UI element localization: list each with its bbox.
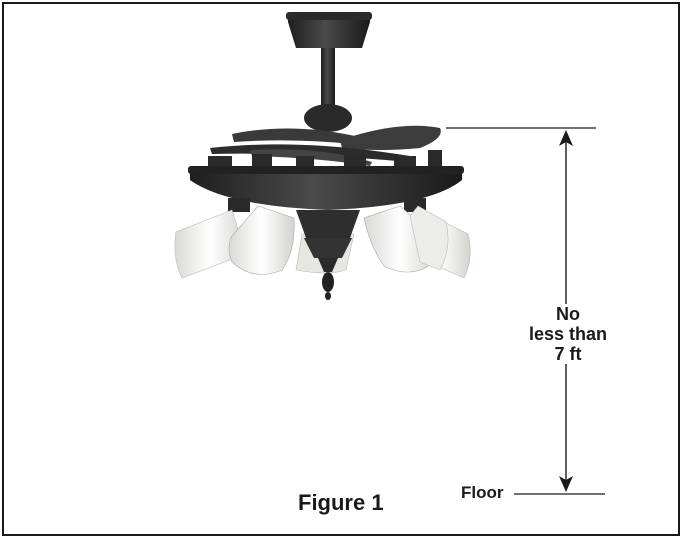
fan-strut [428, 150, 442, 166]
floor-label: Floor [461, 483, 504, 502]
clearance-line-1: No [556, 304, 580, 324]
fan-bowl [190, 170, 462, 210]
clearance-line-2: less than [528, 324, 608, 344]
fan-finial-tip [318, 258, 338, 272]
ceiling-fan-illustration [174, 12, 471, 300]
fan-finial-knob [322, 272, 334, 292]
fan-canopy [288, 14, 370, 48]
fan-bowl-rim [188, 166, 464, 174]
fan-finial-end [325, 292, 331, 300]
fan-strut [344, 154, 366, 168]
fan-strut [252, 154, 272, 168]
fan-downrod [321, 48, 335, 106]
fan-canopy-ring [286, 12, 372, 20]
fan-strut [394, 156, 416, 168]
clearance-line-3: 7 ft [554, 344, 582, 364]
figure-caption: Figure 1 [298, 490, 384, 515]
lamp-shade-left-front [228, 205, 295, 275]
fan-strut [296, 156, 314, 168]
lamp-shade-left-back [174, 209, 247, 279]
figure-frame [2, 2, 680, 536]
fan-finial-step [304, 238, 352, 258]
fan-strut [208, 156, 232, 168]
fan-blade-right [340, 125, 441, 150]
fan-finial-body [296, 210, 360, 238]
clearance-label: No less than 7 ft [488, 304, 648, 364]
arrow-head-down [559, 476, 573, 492]
fan-blade-left [232, 128, 355, 144]
arrow-head-up [559, 130, 573, 146]
fan-motor-top [304, 104, 352, 132]
lamp-shade-right-mid [409, 205, 449, 271]
lamp-arm [228, 198, 250, 212]
